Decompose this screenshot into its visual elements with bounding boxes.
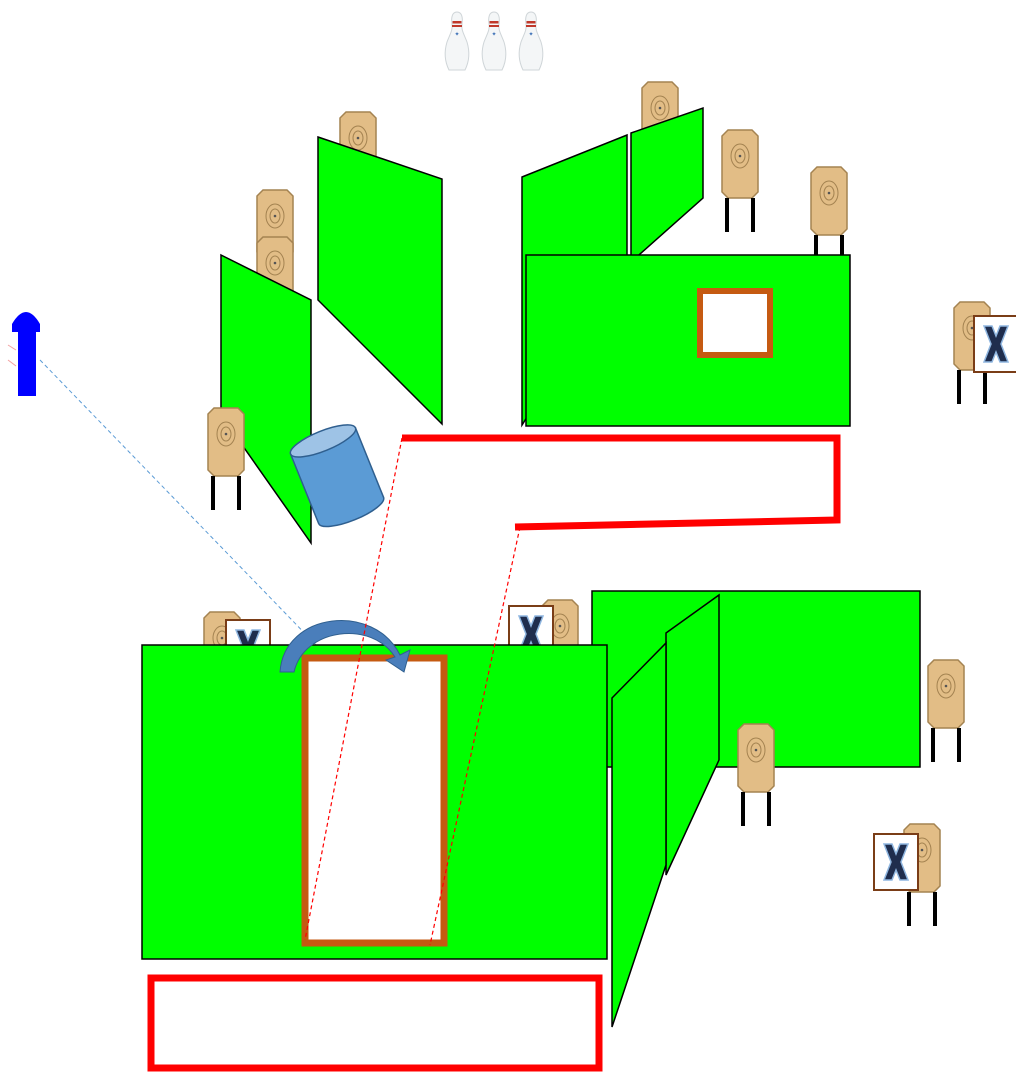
- bowling-pin-icon: [444, 11, 470, 71]
- no-shoot-bottom-right: [873, 833, 919, 891]
- no-shoot-far-right: [973, 315, 1016, 373]
- target-upper-right-3: [810, 166, 848, 270]
- fault-line-upper: [402, 434, 841, 531]
- barrel-icon: [289, 424, 385, 528]
- wall-lower-panel-a: [665, 593, 720, 876]
- shooting-box: [147, 974, 603, 1072]
- wall-diagonal-panel: [317, 135, 443, 426]
- angle-line-2: [429, 526, 521, 946]
- target-lower-middle: [737, 723, 775, 827]
- wall-left-panel: [220, 253, 312, 546]
- wall-swing-panel-b: [630, 106, 704, 264]
- wall-lower-panel-b: [611, 641, 667, 1028]
- window-upper: [697, 288, 773, 358]
- bowling-pin-icon: [518, 11, 544, 71]
- start-position-icon: [7, 312, 40, 396]
- door-opening: [301, 654, 448, 947]
- target-upper-right-2: [721, 129, 759, 233]
- start-sight-line: [39, 359, 351, 681]
- bowling-pin-icon: [481, 11, 507, 71]
- target-lower-right: [927, 659, 965, 763]
- angle-line-1: [304, 437, 403, 941]
- curved-arrow-icon: [279, 620, 411, 673]
- target-left-low: [207, 407, 245, 511]
- wall-upper-right: [525, 254, 851, 427]
